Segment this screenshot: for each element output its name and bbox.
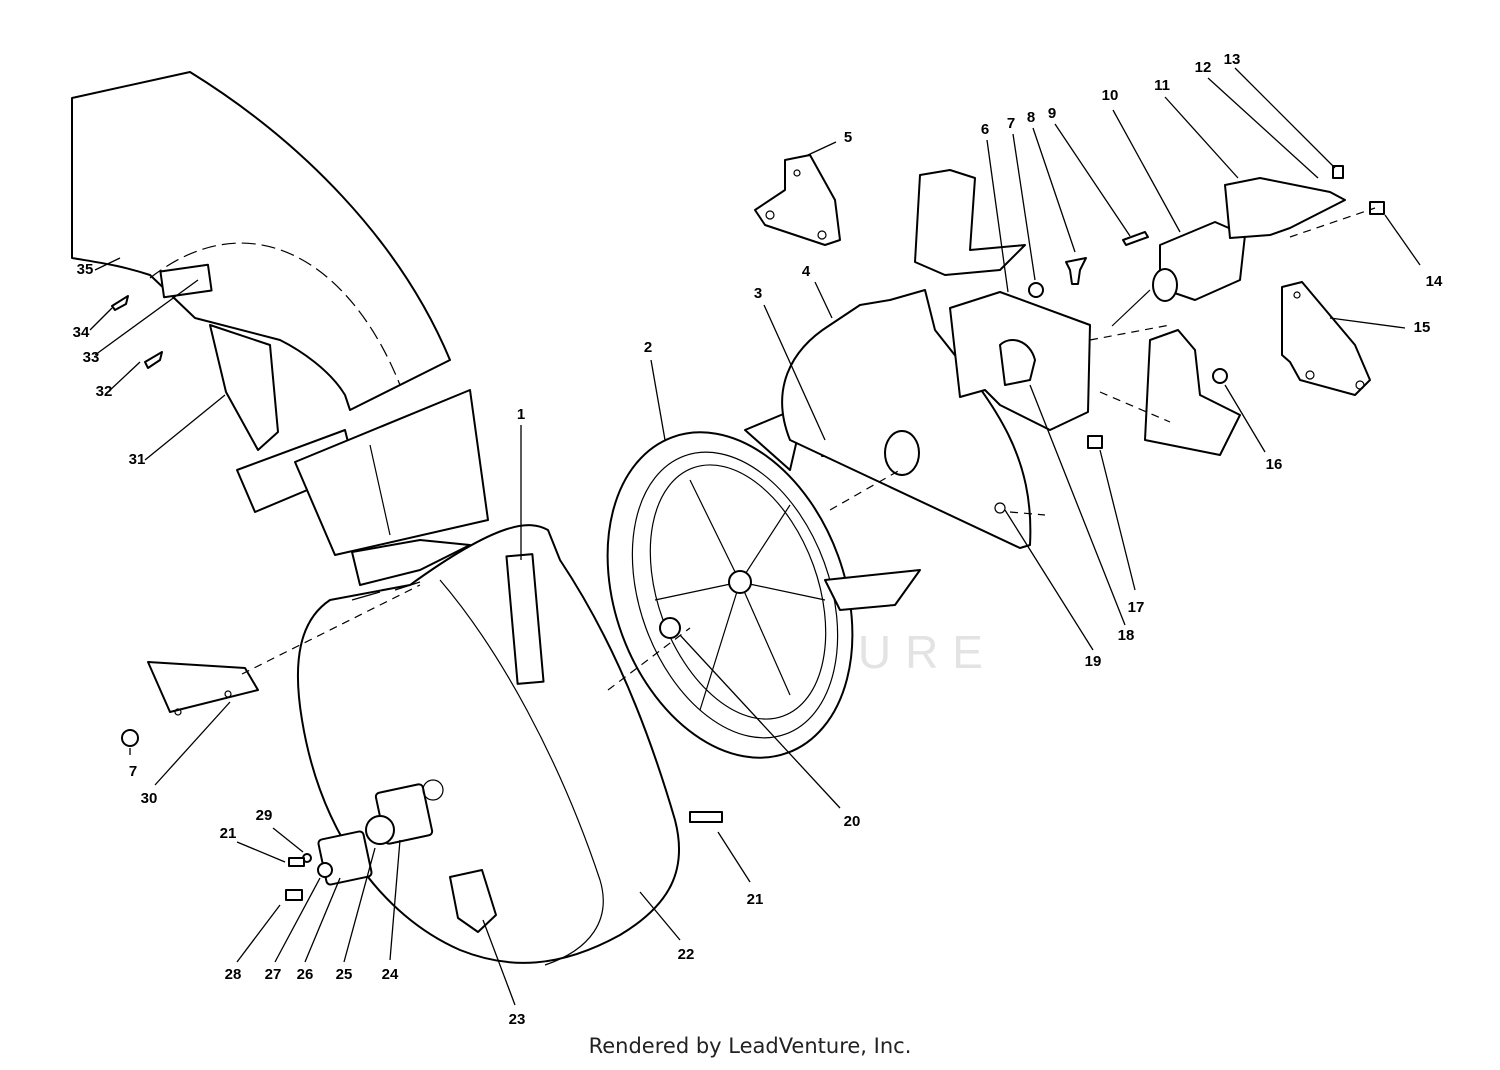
callout-9: 9	[1048, 105, 1056, 122]
callout-28: 28	[225, 966, 242, 983]
chute-deflector	[236, 389, 489, 556]
back-plate	[781, 289, 1032, 549]
callout-1: 1	[517, 406, 525, 423]
leader-lines	[89, 67, 1421, 1006]
callout-20: 20	[844, 813, 861, 830]
footer-credit: Rendered by LeadVenture, Inc.	[588, 1034, 912, 1058]
callout-7-lower: 7	[129, 763, 137, 780]
mounting-bracket-left	[754, 154, 841, 246]
callout-35: 35	[77, 261, 94, 278]
callout-10: 10	[1102, 87, 1119, 104]
callout-2: 2	[644, 339, 652, 356]
assembly-lines	[241, 207, 1376, 691]
callout-21-left: 21	[220, 825, 237, 842]
callout-16: 16	[1266, 456, 1283, 473]
mounting-bracket-right	[1281, 281, 1371, 396]
callout-3: 3	[754, 285, 762, 302]
callout-23: 23	[509, 1011, 526, 1028]
callout-8: 8	[1027, 109, 1035, 126]
callout-26: 26	[297, 966, 314, 983]
callout-32: 32	[96, 383, 113, 400]
callout-21-right: 21	[747, 891, 764, 908]
callout-31: 31	[129, 451, 146, 468]
chute-elbow	[71, 71, 451, 451]
callout-33: 33	[83, 349, 100, 366]
callout-24: 24	[382, 966, 399, 983]
drive-motor	[1111, 177, 1346, 327]
callout-22: 22	[678, 946, 695, 963]
callout-6: 6	[981, 121, 989, 138]
callout-4: 4	[802, 263, 811, 280]
blower-housing	[296, 524, 681, 966]
callout-29: 29	[256, 807, 273, 824]
callout-34: 34	[73, 324, 90, 341]
callout-labels: 1 2 3 4 5 6 7 8 9 10 11 12 13 14 15 16 1…	[73, 51, 1443, 1028]
support-stand-right	[1144, 329, 1241, 456]
callout-30: 30	[141, 790, 158, 807]
callout-15: 15	[1414, 319, 1431, 336]
callout-18: 18	[1118, 627, 1135, 644]
callout-13: 13	[1224, 51, 1241, 68]
motor-mount-bracket	[914, 169, 1091, 431]
callout-12: 12	[1195, 59, 1212, 76]
callout-27: 27	[265, 966, 282, 983]
callout-14: 14	[1426, 273, 1443, 290]
callout-25: 25	[336, 966, 353, 983]
callout-5: 5	[844, 129, 852, 146]
callout-11: 11	[1154, 77, 1170, 94]
callout-19: 19	[1085, 653, 1102, 670]
callout-17: 17	[1128, 599, 1145, 616]
chute-bracket	[147, 661, 259, 716]
callout-7-upper: 7	[1007, 115, 1015, 132]
